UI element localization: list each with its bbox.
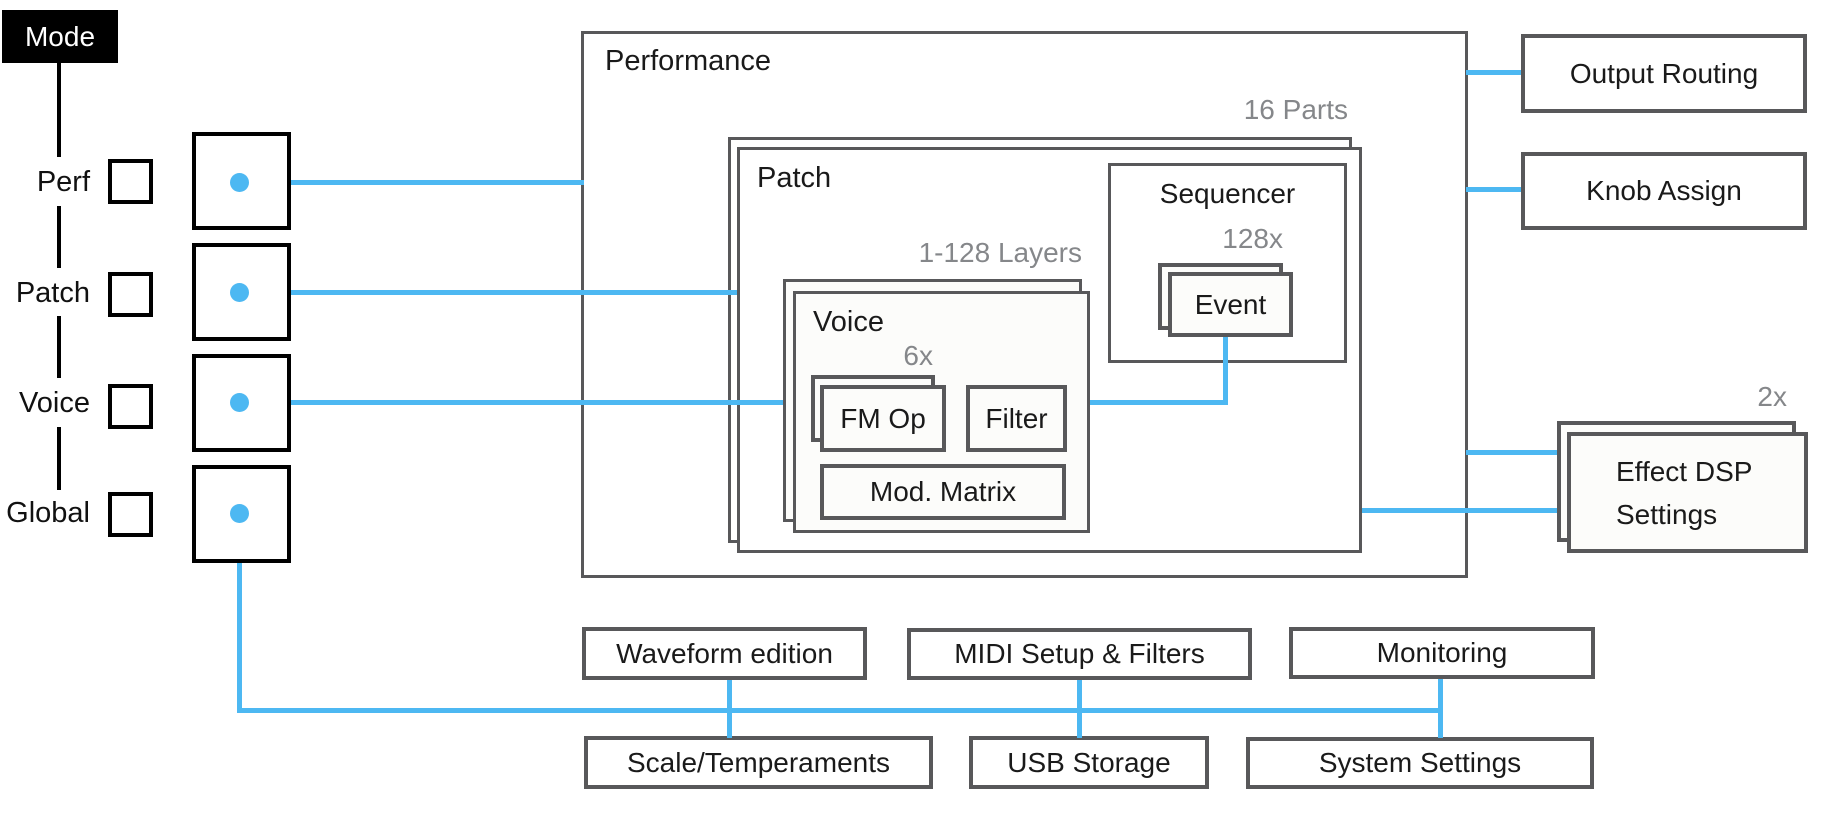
- mode-connector-segment-4: [57, 427, 61, 490]
- global-dot: [230, 504, 249, 523]
- mode-checkbox-voice[interactable]: [108, 384, 153, 429]
- connector-patch-to-patch-box: [239, 290, 737, 295]
- effect-dsp-label-line1: Effect DSP: [1616, 455, 1753, 487]
- mode-badge: Mode: [2, 10, 118, 63]
- connector-performance-to-output-routing: [1466, 70, 1521, 75]
- mode-checkbox-global[interactable]: [108, 492, 153, 537]
- usb-storage-box: USB Storage: [969, 736, 1209, 789]
- mode-label-patch: Patch: [15, 277, 90, 309]
- fm-count-note: 6x: [903, 340, 933, 371]
- mode-label-global: Global: [6, 497, 90, 529]
- fm-op-label: FM Op: [840, 402, 926, 434]
- connector-event-vertical: [1223, 337, 1228, 405]
- knob-assign-label: Knob Assign: [1586, 175, 1742, 206]
- system-settings-box: System Settings: [1246, 737, 1594, 789]
- mode-connector-segment-3: [57, 316, 61, 378]
- mod-matrix-label: Mod. Matrix: [869, 476, 1017, 507]
- mode-title: Mode: [24, 20, 96, 52]
- mode-checkbox-perf[interactable]: [108, 159, 153, 204]
- perf-dot: [230, 173, 249, 192]
- mode-label-perf: Perf: [36, 166, 90, 198]
- connector-performance-to-effect-dsp: [1466, 450, 1557, 455]
- connector-waveform-vertical: [727, 680, 732, 738]
- sequencer-title: Sequencer: [1159, 178, 1296, 209]
- knob-assign-box: Knob Assign: [1521, 152, 1807, 230]
- fm-op-box: FM Op: [820, 385, 946, 452]
- connector-bottom-bus: [237, 708, 1443, 713]
- usb-storage-label: USB Storage: [1007, 746, 1171, 778]
- midi-setup-box: MIDI Setup & Filters: [907, 628, 1252, 680]
- scale-temperaments-box: Scale/Temperaments: [584, 736, 933, 789]
- voice-dot: [230, 393, 249, 412]
- patch-title: Patch: [757, 162, 832, 194]
- patch-dot: [230, 283, 249, 302]
- output-routing-label: Output Routing: [1569, 57, 1759, 89]
- output-routing-box: Output Routing: [1521, 34, 1807, 113]
- effect-dsp-label-line2: Settings: [1616, 498, 1718, 530]
- connector-patch-to-effect-dsp: [1362, 508, 1557, 513]
- connector-performance-to-knob-assign: [1466, 187, 1521, 192]
- event-label: Event: [1194, 288, 1267, 320]
- connector-global-vertical: [237, 513, 242, 713]
- connector-perf-to-performance: [239, 180, 584, 185]
- event-count-note: 128x: [1222, 223, 1283, 254]
- voice-title: Voice: [813, 306, 884, 338]
- monitoring-box: Monitoring: [1289, 627, 1595, 679]
- connector-voice-to-voice-box: [239, 400, 783, 405]
- mode-connector-segment-2: [57, 206, 61, 268]
- effect-count-note: 2x: [1757, 381, 1787, 412]
- waveform-edition-label: Waveform edition: [616, 637, 833, 669]
- connector-monitoring-vertical: [1438, 679, 1443, 738]
- midi-setup-label: MIDI Setup & Filters: [954, 638, 1205, 669]
- event-box: Event: [1168, 272, 1293, 337]
- connector-event-to-voice: [1090, 400, 1228, 405]
- system-settings-label: System Settings: [1318, 747, 1522, 778]
- filter-box: Filter: [966, 385, 1067, 452]
- mode-label-voice: Voice: [19, 387, 90, 419]
- connector-midi-vertical: [1077, 680, 1082, 738]
- layers-count-note: 1-128 Layers: [918, 237, 1082, 268]
- scale-temperaments-label: Scale/Temperaments: [626, 746, 890, 778]
- mode-connector-segment-1: [57, 63, 61, 157]
- performance-title: Performance: [605, 45, 772, 77]
- monitoring-label: Monitoring: [1376, 637, 1508, 668]
- waveform-edition-box: Waveform edition: [582, 627, 867, 680]
- effect-dsp-box: Effect DSP Settings: [1567, 432, 1808, 553]
- mod-matrix-box: Mod. Matrix: [820, 464, 1066, 520]
- mode-checkbox-patch[interactable]: [108, 272, 153, 317]
- filter-label: Filter: [985, 402, 1048, 434]
- parts-count-note: 16 Parts: [1243, 94, 1348, 125]
